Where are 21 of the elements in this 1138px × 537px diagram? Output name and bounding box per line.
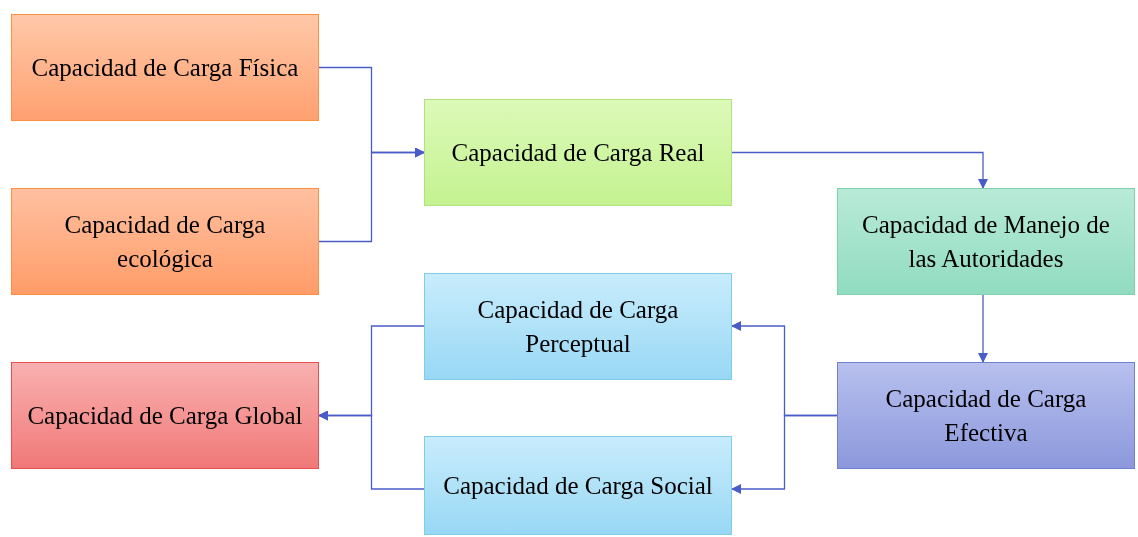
process-box [424,99,732,206]
box-label: Capacidad de Carga ecológica [63,209,267,274]
box-label: Capacidad de Manejo de las Autoridades [861,209,1111,274]
process-box [11,362,319,469]
process-box [837,362,1135,469]
connector-arrow [978,294,988,363]
process-box [11,188,319,295]
process-box [837,188,1135,295]
process-box [11,14,319,121]
process-box [424,436,732,535]
box-label: Capacidad de Carga Social [443,470,713,501]
box-label: Capacidad de Carga Física [31,52,299,83]
process-box [424,273,732,380]
connector-arrow [318,410,425,490]
connector-arrow [318,147,425,243]
connector-arrow [731,151,988,189]
connector-arrow [731,414,838,494]
box-label: Capacidad de Carga Real [451,137,705,168]
box-label: Capacidad de Carga Efectiva [884,383,1088,448]
box-label: Capacidad de Carga Global [27,400,303,431]
box-label: Capacidad de Carga Perceptual [476,294,680,359]
